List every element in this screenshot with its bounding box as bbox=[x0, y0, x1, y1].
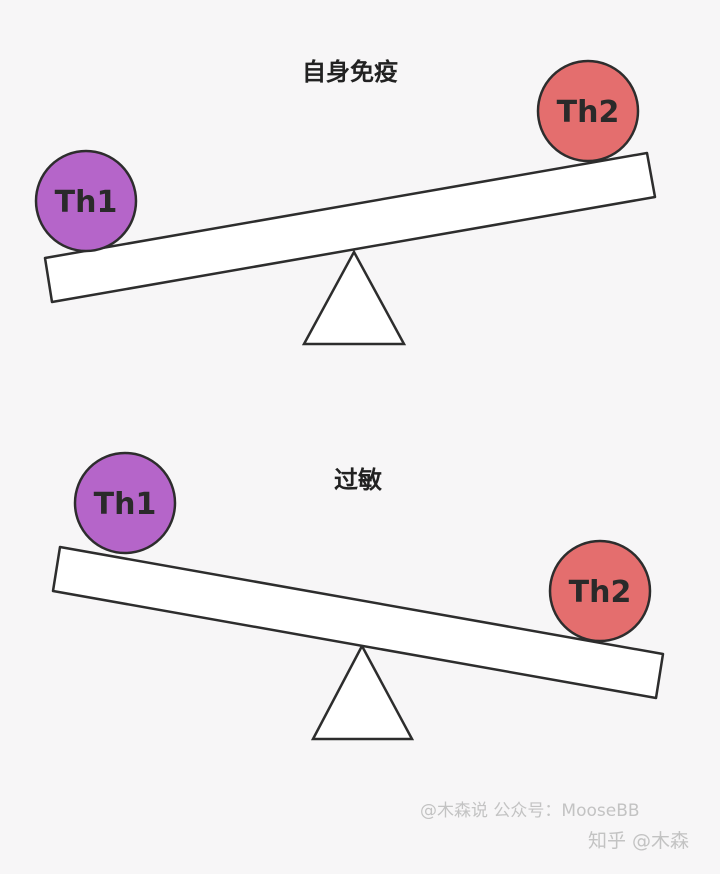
ball-th1-top-label: Th1 bbox=[55, 185, 118, 220]
ball-th2-top bbox=[536, 59, 640, 163]
plank-bottom bbox=[51, 545, 665, 700]
ball-th1-top bbox=[34, 149, 138, 253]
fulcrum-top bbox=[301, 249, 407, 346]
watermark-zhihu: 知乎 @木森 bbox=[588, 830, 690, 852]
watermark-wechat: @木森说 公众号：MooseBB bbox=[420, 801, 640, 821]
ball-th1-bottom bbox=[73, 451, 177, 555]
title-bottom: 过敏 bbox=[334, 466, 382, 494]
ball-th2-top-label: Th2 bbox=[557, 95, 620, 130]
seesaw-bottom: 过敏 Th1 Th2 bbox=[51, 451, 665, 741]
ball-th2-bottom bbox=[548, 539, 652, 643]
ball-th2-bottom-label: Th2 bbox=[569, 575, 632, 610]
plank-top bbox=[43, 151, 657, 304]
title-top: 自身免疫 bbox=[302, 58, 398, 86]
seesaw-top: 自身免疫 Th1 Th2 bbox=[34, 58, 657, 346]
fulcrum-bottom bbox=[310, 643, 415, 741]
ball-th1-bottom-label: Th1 bbox=[94, 487, 157, 522]
